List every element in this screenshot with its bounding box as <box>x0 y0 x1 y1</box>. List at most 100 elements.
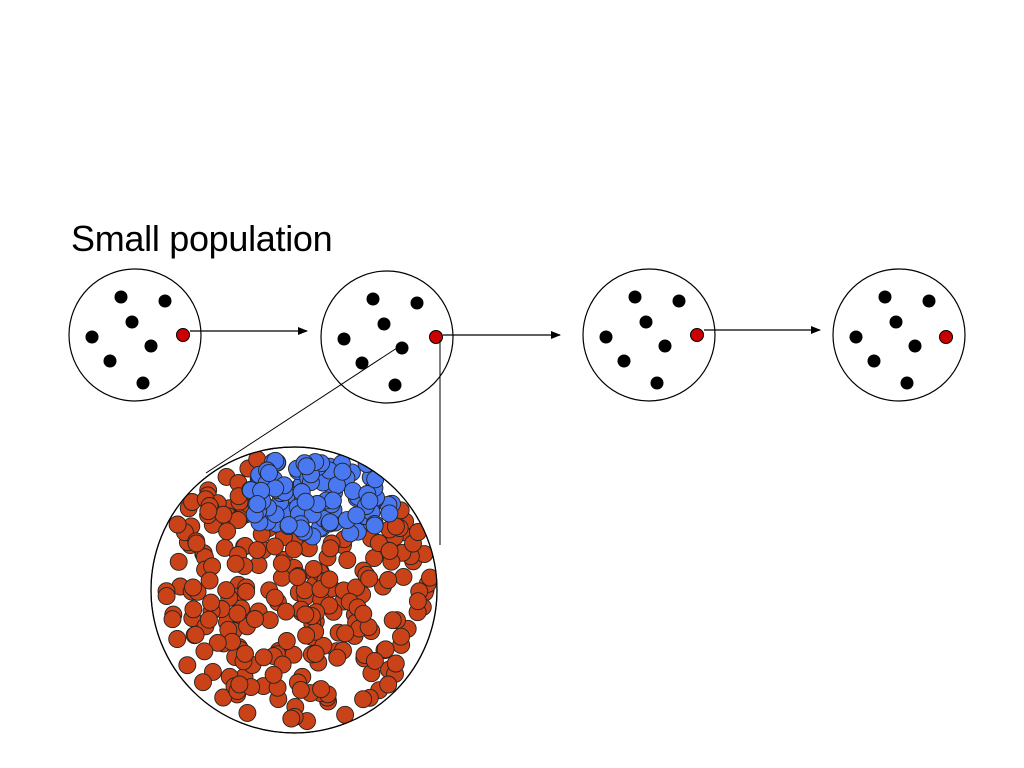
mutant-cell <box>312 680 331 699</box>
mutant-cell <box>306 644 325 663</box>
mutant-cell <box>376 640 395 659</box>
mutant-cell <box>184 578 202 597</box>
mutant-cell <box>296 605 315 624</box>
individual <box>878 290 892 304</box>
mutant-cell <box>200 571 219 590</box>
normal-cell <box>260 464 278 483</box>
mutant-cell <box>282 709 301 728</box>
generation-2 <box>320 270 454 404</box>
individual <box>377 317 391 331</box>
mutant-individual <box>429 330 443 344</box>
normal-cell <box>347 506 366 525</box>
individual <box>136 376 150 390</box>
individual <box>85 330 99 344</box>
mutant-cell <box>365 651 384 670</box>
mutant-cell <box>360 569 379 588</box>
mutant-cell <box>199 610 218 629</box>
mutant-cell <box>354 604 373 623</box>
mutant-cell <box>409 523 427 541</box>
mutant-cell <box>379 675 398 694</box>
mutant-cell <box>163 610 182 629</box>
individual <box>900 376 914 390</box>
individual <box>639 315 653 329</box>
mutant-cell <box>297 626 316 645</box>
zoom-view <box>150 446 438 734</box>
mutant-cell <box>168 630 187 648</box>
mutant-cell <box>392 627 410 646</box>
mutant-cell <box>199 502 218 521</box>
mutant-cell <box>237 582 256 601</box>
zoom-cells <box>157 450 437 731</box>
mutant-cell <box>321 539 340 558</box>
normal-cell <box>248 495 267 514</box>
mutant-cell <box>238 703 257 722</box>
mutant-cell <box>217 581 236 600</box>
individual <box>650 376 664 390</box>
normal-cell <box>333 462 352 481</box>
mutant-cell <box>226 554 245 573</box>
mutant-cell <box>338 551 357 569</box>
normal-cell <box>360 491 379 510</box>
mutant-individual <box>176 328 190 342</box>
mutant-individual <box>690 328 704 342</box>
mutant-cell <box>394 567 413 586</box>
mutant-cell <box>265 588 284 607</box>
individual <box>337 332 351 346</box>
mutant-cell <box>277 632 296 650</box>
mutant-cell <box>187 534 206 553</box>
mutant-cell <box>264 665 283 684</box>
individual <box>366 292 380 306</box>
generation-3 <box>582 268 716 402</box>
mutant-cell <box>248 541 267 560</box>
individual <box>410 296 424 310</box>
individual <box>144 339 158 353</box>
mutant-cell <box>169 552 188 571</box>
mutant-cell <box>320 570 339 589</box>
mutant-cell <box>218 522 237 541</box>
zoom-connector-left <box>205 345 401 474</box>
mutant-cell <box>157 587 176 606</box>
normal-cell <box>321 513 339 532</box>
mutant-cell <box>284 540 303 559</box>
mutant-cell <box>184 600 203 619</box>
normal-cell <box>366 470 385 489</box>
mutant-cell <box>328 648 347 667</box>
individual <box>867 354 881 368</box>
mutant-cell <box>168 515 187 534</box>
mutant-cell <box>178 656 197 675</box>
mutant-individual <box>939 330 953 344</box>
mutant-cell <box>195 642 214 661</box>
normal-cell <box>297 457 316 476</box>
mutant-cell <box>194 673 212 692</box>
page-title: Small population <box>71 218 333 259</box>
individual <box>395 341 409 355</box>
individual <box>125 315 139 329</box>
individual <box>617 354 631 368</box>
mutant-cell <box>277 602 295 621</box>
normal-cell <box>380 504 399 523</box>
individual <box>672 294 686 308</box>
individual <box>922 294 936 308</box>
individual <box>908 339 922 353</box>
individual <box>103 354 117 368</box>
mutant-cell <box>354 690 373 709</box>
mutant-cell <box>383 611 402 630</box>
mutant-cell <box>408 592 427 611</box>
mutant-cell <box>291 680 310 699</box>
individuals <box>85 290 172 390</box>
mutant-cell <box>272 554 291 573</box>
individual <box>158 294 172 308</box>
individual <box>599 330 613 344</box>
generation-4 <box>832 268 966 402</box>
mutant-cell <box>236 644 254 663</box>
normal-cell <box>323 491 342 510</box>
mutant-cell <box>186 625 205 644</box>
individuals <box>599 290 686 390</box>
mutant-cell <box>265 537 284 556</box>
individuals <box>337 292 424 392</box>
individual <box>628 290 642 304</box>
individual <box>355 356 369 370</box>
individual <box>658 339 672 353</box>
mutant-cell <box>246 610 264 628</box>
